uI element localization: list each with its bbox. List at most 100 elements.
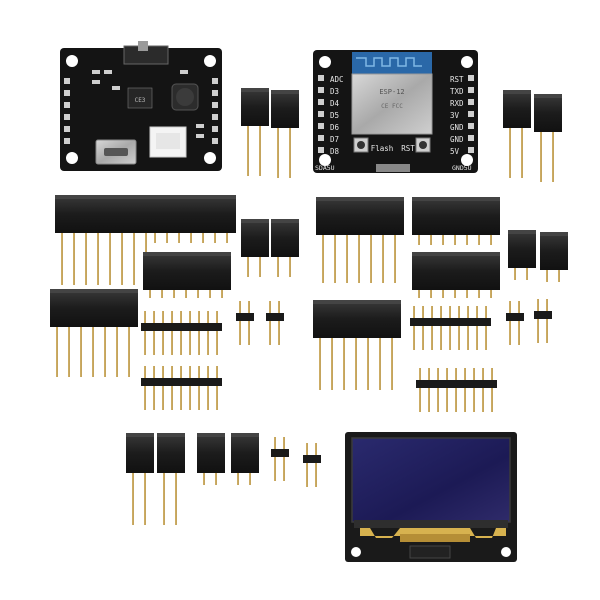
esp-right-pin-label: TXD: [450, 87, 464, 96]
female-header-8pin: [55, 195, 155, 285]
esp-pad: [468, 123, 474, 129]
mounting-hole: [461, 56, 473, 68]
esp-left-pin-label: D7: [330, 135, 339, 144]
header-body: [50, 289, 138, 327]
header-pin: [343, 338, 345, 390]
header-pin: [331, 338, 333, 390]
header-pin: [440, 306, 442, 350]
esp-left-pin-label: D5: [330, 111, 339, 120]
header-pin: [207, 311, 209, 355]
header-pin: [154, 233, 156, 243]
header-pin: [237, 473, 239, 485]
female-header-2pin: [197, 433, 225, 485]
esp-pad: [468, 75, 474, 81]
header-pin: [382, 235, 384, 283]
header-pin: [247, 126, 249, 176]
header-pin: [278, 301, 280, 345]
header-pin: [394, 235, 396, 283]
header-pin: [171, 311, 173, 355]
header-pin: [355, 338, 357, 390]
female-header-2pin: [231, 433, 259, 485]
female-header-2pin: [540, 232, 568, 282]
esp-pad: [468, 111, 474, 117]
header-pin: [490, 235, 492, 245]
header-pin: [430, 290, 432, 298]
header-pin: [171, 366, 173, 410]
header-pin: [133, 233, 135, 285]
header-pin: [277, 128, 279, 178]
header-pin: [259, 257, 261, 277]
header-pin: [319, 338, 321, 390]
usb-connector: [376, 164, 410, 172]
header-body: [416, 380, 497, 388]
header-pin: [485, 306, 487, 350]
header-body: [303, 455, 321, 463]
esp-left-pin-label: D3: [330, 87, 339, 96]
header-pin: [315, 443, 317, 487]
oled-display-module: [345, 432, 517, 562]
header-pin: [214, 233, 216, 243]
header-pin: [269, 301, 271, 345]
header-pin: [466, 290, 468, 298]
male-header-9pin: [141, 366, 222, 410]
header-pin: [446, 368, 448, 412]
sda-label: SDA5U: [315, 164, 335, 172]
header-pin: [289, 257, 291, 277]
header-pin: [346, 235, 348, 283]
switch-knob: [138, 41, 148, 51]
header-pin: [198, 311, 200, 355]
header-body: [412, 252, 500, 290]
header-pin: [149, 290, 151, 298]
header-pin: [226, 233, 228, 243]
header-pin: [132, 473, 134, 525]
esp-module-shield: [351, 73, 433, 135]
esp-pad: [468, 99, 474, 105]
header-pin: [482, 368, 484, 412]
female-header-2pin: [157, 433, 185, 525]
header-pin: [144, 473, 146, 525]
header-pin: [216, 366, 218, 410]
header-pin: [491, 368, 493, 412]
header-pin: [239, 301, 241, 345]
header-pin: [458, 306, 460, 350]
header-pin: [521, 128, 523, 178]
header-pin: [430, 235, 432, 245]
header-pin: [509, 128, 511, 178]
flash-label: Flash: [371, 144, 394, 153]
header-body: [534, 311, 552, 319]
mounting-hole: [461, 154, 473, 166]
header-body: [271, 90, 299, 128]
header-pin: [379, 338, 381, 390]
header-pin: [514, 268, 516, 280]
header-pin: [367, 338, 369, 390]
header-body: [231, 433, 259, 473]
esp-right-pin-label: GND: [450, 123, 464, 132]
header-pin: [418, 235, 420, 245]
header-pin: [518, 301, 520, 345]
esp-right-pin-label: RXD: [450, 99, 464, 108]
header-pin: [422, 306, 424, 350]
header-body: [55, 195, 155, 233]
header-pin: [161, 290, 163, 298]
header-body: [197, 433, 225, 473]
header-pin: [121, 233, 123, 285]
header-pin: [116, 327, 118, 377]
mounting-hole: [501, 547, 511, 557]
header-pin: [413, 306, 415, 350]
header-pin: [56, 327, 58, 377]
header-pin: [490, 290, 492, 298]
header-pin: [546, 299, 548, 343]
esp-pad: [318, 75, 324, 81]
header-body: [508, 230, 536, 268]
header-pin: [128, 327, 130, 377]
mounting-hole: [351, 547, 361, 557]
male-header-2pin: [271, 437, 289, 481]
header-body: [412, 197, 500, 235]
header-body: [540, 232, 568, 270]
female-header-7pin: [412, 197, 500, 245]
header-pin: [104, 327, 106, 377]
header-pin: [209, 290, 211, 298]
mounting-hole: [204, 152, 216, 164]
